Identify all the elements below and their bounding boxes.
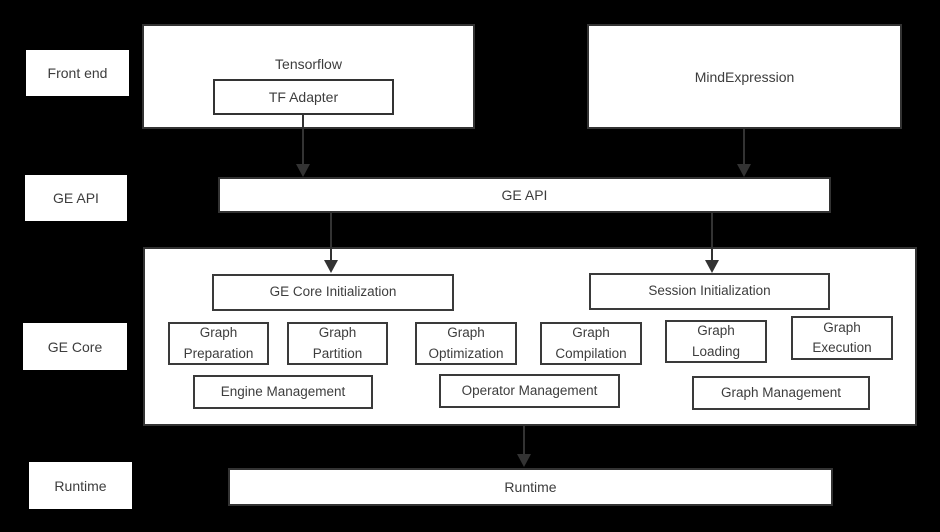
row-label-runtime: Runtime: [29, 462, 132, 509]
graph-optimization-box: Graph Optimization: [415, 322, 517, 365]
arrow-head: [517, 454, 531, 467]
ge-api-bar: GE API: [218, 177, 831, 213]
runtime-label: Runtime: [504, 479, 557, 495]
runtime-bar: Runtime: [228, 468, 833, 506]
arrow-shaft: [523, 426, 525, 456]
graph-management-box: Graph Management: [692, 376, 870, 410]
session-initialization-box: Session Initialization: [589, 273, 830, 310]
arrow-down-icon: [705, 213, 719, 273]
arrow-shaft: [302, 115, 304, 166]
mindexpression-box: MindExpression: [587, 24, 902, 129]
arrow-head: [737, 164, 751, 177]
ge-core-initialization-box: GE Core Initialization: [212, 274, 454, 311]
operator-management-box: Operator Management: [439, 374, 620, 408]
tf-adapter-box: TF Adapter: [213, 79, 394, 115]
arrow-down-icon: [737, 129, 751, 177]
arrow-head: [296, 164, 310, 177]
arrow-down-icon: [296, 115, 310, 177]
arrow-down-icon: [517, 426, 531, 467]
tensorflow-label: Tensorflow: [275, 56, 342, 72]
arrow-head: [705, 260, 719, 273]
row-label-ge-core: GE Core: [23, 323, 127, 370]
arrow-shaft: [711, 213, 713, 262]
engine-management-box: Engine Management: [193, 375, 373, 409]
graph-preparation-box: Graph Preparation: [168, 322, 269, 365]
graph-execution-box: Graph Execution: [791, 316, 893, 360]
graph-compilation-box: Graph Compilation: [540, 322, 642, 365]
row-label-front-end: Front end: [26, 50, 129, 96]
row-label-ge-api: GE API: [25, 175, 127, 221]
tf-adapter-label: TF Adapter: [268, 89, 339, 105]
ge-core-container: GE Core Initialization Session Initializ…: [143, 247, 917, 426]
tensorflow-box: Tensorflow TF Adapter: [142, 24, 475, 129]
mindexpression-label: MindExpression: [694, 68, 795, 85]
arrow-head: [324, 260, 338, 273]
arrow-shaft: [743, 129, 745, 166]
arrow-down-icon: [324, 213, 338, 273]
arrow-shaft: [330, 213, 332, 262]
graph-loading-box: Graph Loading: [665, 320, 767, 363]
ge-api-label: GE API: [501, 187, 548, 203]
graph-partition-box: Graph Partition: [287, 322, 388, 365]
